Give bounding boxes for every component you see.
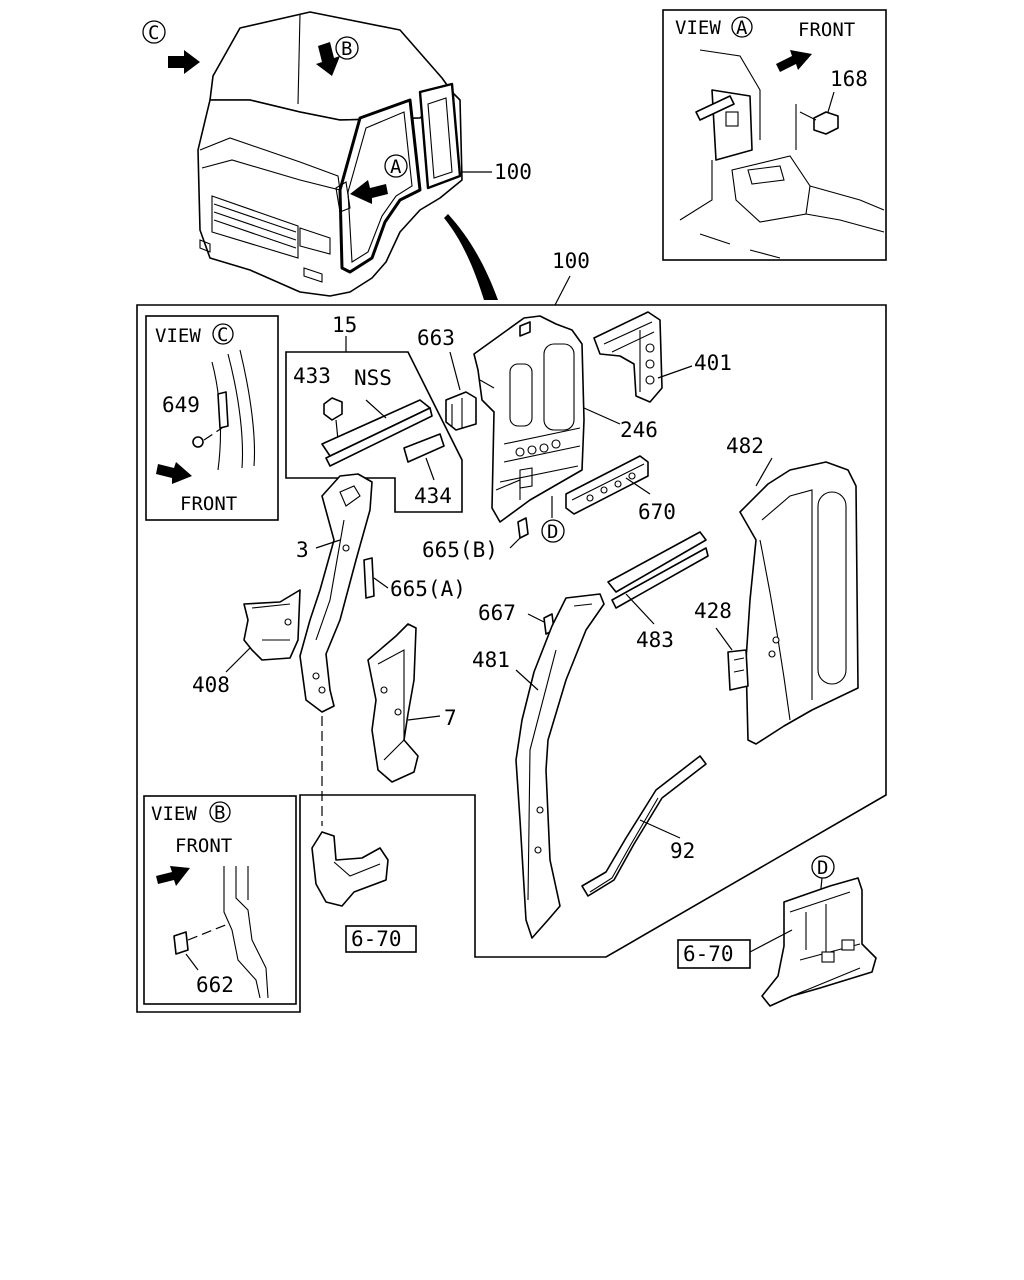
view-c-marker-circle [142,20,166,44]
part-15-group: 15 433 NSS 434 [285,313,463,513]
arrow-icon [168,50,200,74]
arrow-icon [316,42,340,76]
screw-icon [192,436,204,448]
part-7 [367,623,419,783]
nut-icon [323,397,343,421]
view-a-front: FRONT [798,19,855,41]
view-b-frame [143,795,297,1005]
part-481 [515,593,605,939]
part-483 [607,531,709,609]
view-a-label: VIEW [675,17,721,39]
view-d-marker-circle [541,519,565,543]
callout-401: 401 [694,351,732,375]
part-3 [299,473,373,713]
callout-481: 481 [472,648,510,672]
part-6-70-left [311,831,389,907]
view-c-front: FRONT [180,493,237,515]
main-frame [136,304,887,1013]
view-b-inset: VIEW B FRONT 662 [143,795,297,1005]
view-b-label-marker: B [214,802,225,824]
view-a-frame [662,9,887,261]
view-b-front: FRONT [175,835,232,857]
view-d-marker: D [547,521,558,543]
callout-428: 428 [694,599,732,623]
callout-665b: 665(B) [422,538,498,562]
view-c-pointer: C [142,20,200,74]
part-663 [445,391,477,431]
cab-overview [197,11,463,297]
view-d-marker-lower: D [817,857,828,879]
label-nss: NSS [354,366,392,390]
ref-right: 6-70 [683,942,734,966]
view-d-part: D [761,855,877,1007]
part-670 [565,455,649,515]
callout-483: 483 [636,628,674,652]
callout-649: 649 [162,393,200,417]
callout-663: 663 [417,326,455,350]
ref-left: 6-70 [351,927,402,951]
part-246 [473,315,585,523]
view-a-label-marker: A [736,17,748,39]
part-15-box [285,351,463,513]
curved-pointer-icon [444,214,498,300]
part-482 [739,461,859,745]
part-408 [243,589,301,661]
view-c-frame [145,315,279,521]
callout-662: 662 [196,973,234,997]
view-a-pointer: A [350,154,408,204]
view-b-label: VIEW [151,803,197,825]
view-c-label-marker: C [217,324,228,346]
bolt-icon [813,111,839,135]
view-c-marker: C [148,22,159,44]
callout-482: 482 [726,434,764,458]
callout-433: 433 [293,364,331,388]
callout-168: 168 [830,67,868,91]
callout-670: 670 [638,500,676,524]
view-a-marker-circle [384,154,408,178]
callout-408: 408 [192,673,230,697]
view-c-inset: VIEW C 649 FRONT [145,315,279,521]
callout-667: 667 [478,601,516,625]
callout-434: 434 [414,484,452,508]
callout-100-main: 100 [552,249,590,273]
callout-246: 246 [620,418,658,442]
ref-left-box [345,925,417,953]
ref-right-box [677,939,751,969]
part-401 [593,311,663,403]
arrow-icon [350,180,388,204]
view-b-pointer: B [316,36,359,76]
part-428 [727,649,749,691]
view-c-label: VIEW [155,325,201,347]
callout-7: 7 [444,706,457,730]
callout-100-top: 100 [494,160,532,184]
callout-15: 15 [332,313,357,337]
view-a-inset: VIEW A FRONT 168 [662,9,887,261]
front-arrow-icon [156,866,190,886]
front-arrow-icon [776,50,812,72]
view-a-marker: A [390,156,402,178]
front-arrow-icon [156,462,192,484]
callout-3: 3 [296,538,309,562]
view-b-marker: B [341,38,352,60]
part-92 [581,755,707,897]
view-b-marker-circle [335,36,359,60]
callout-92: 92 [670,839,695,863]
callout-665a: 665(A) [390,577,466,601]
